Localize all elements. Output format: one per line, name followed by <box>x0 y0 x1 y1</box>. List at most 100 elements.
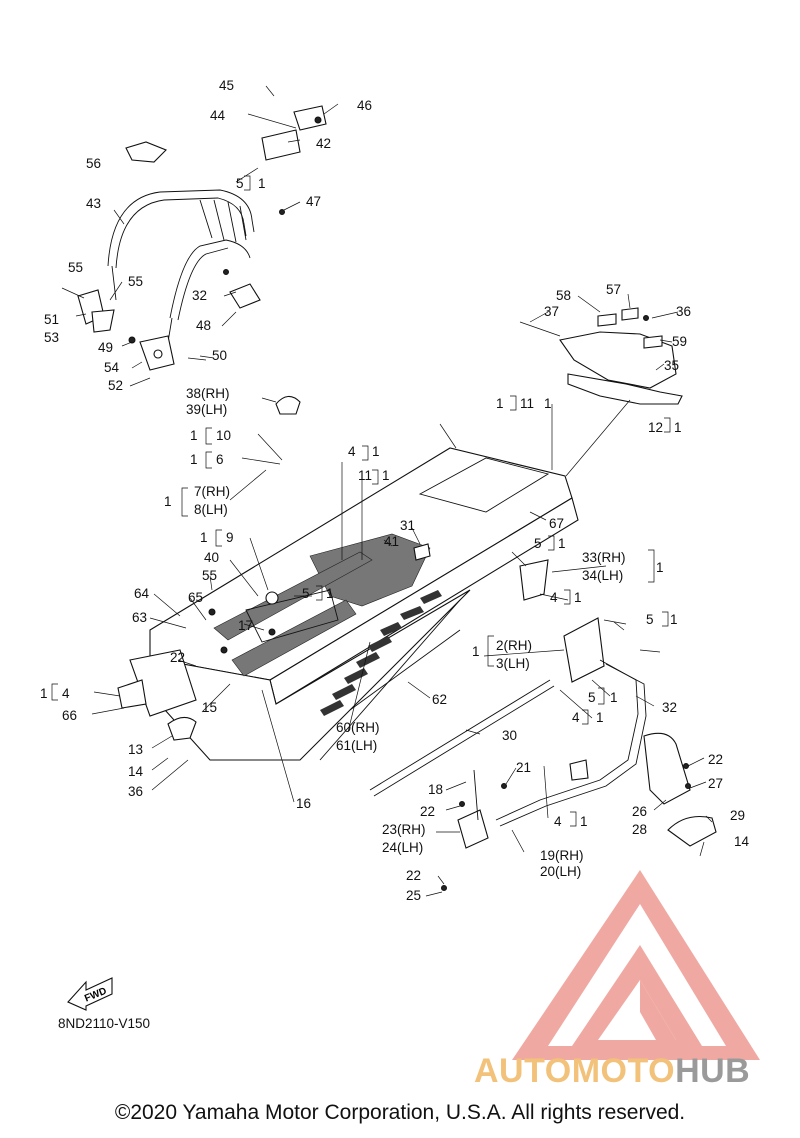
callout-label: 22 <box>708 752 723 767</box>
callout-label: 43 <box>86 196 101 211</box>
callout-label: 52 <box>108 378 123 393</box>
callout-label: 22 <box>170 650 185 665</box>
callout-label: 34(LH) <box>582 568 623 583</box>
callout-label: 2(RH) <box>496 638 532 653</box>
diagram-code: 8ND2110-V150 <box>58 1016 151 1031</box>
callout-label: 1 <box>472 644 480 659</box>
callout-label: 55 <box>68 260 83 275</box>
callout-label: 1 <box>200 530 208 545</box>
tunnel-grates <box>320 590 442 716</box>
callout-label: 67 <box>549 516 564 531</box>
callout-label: 5 <box>302 586 310 601</box>
callout-label: 58 <box>556 288 571 303</box>
callout-label: 38(RH) <box>186 386 230 401</box>
callout-label: 27 <box>708 776 723 791</box>
callout-label: 44 <box>210 108 226 123</box>
callout-label: 65 <box>188 590 203 605</box>
callout-label: 17 <box>238 618 253 633</box>
chassis <box>117 447 579 797</box>
callout-label: 32 <box>192 288 207 303</box>
callout-label: 41 <box>384 534 399 549</box>
callout-label: 26 <box>632 804 647 819</box>
callout-label: 64 <box>134 586 150 601</box>
callout-label: 55 <box>202 568 217 583</box>
callout-label: 10 <box>216 428 231 443</box>
callout-label: 32 <box>662 700 677 715</box>
callout-label: 37 <box>544 304 559 319</box>
callout-label: 62 <box>432 692 447 707</box>
callout-label: 40 <box>204 550 219 565</box>
callout-label: 51 <box>44 312 59 327</box>
callout-label: 1 <box>372 444 380 459</box>
callout-label: 14 <box>734 834 750 849</box>
callout-label: 1 <box>656 560 664 575</box>
callout-label: 33(RH) <box>582 550 626 565</box>
fwd-arrow-icon: FWD <box>67 977 113 1011</box>
callout-label: 9 <box>226 530 234 545</box>
callout-label: 8(LH) <box>194 502 228 517</box>
callout-label: 5 <box>646 612 654 627</box>
callout-label: 1 <box>40 686 48 701</box>
watermark-primary: AUTOMOTO <box>474 1052 676 1090</box>
callout-label: 45 <box>219 78 234 93</box>
callout-label: 50 <box>212 348 227 363</box>
callout-label: 16 <box>296 796 311 811</box>
callout-label: 57 <box>606 282 621 297</box>
callout-label: 20(LH) <box>540 864 581 879</box>
callout-label: 35 <box>664 358 679 373</box>
callout-label: 5 <box>236 176 244 191</box>
callout-label: 42 <box>316 136 331 151</box>
rack-assembly <box>77 105 327 371</box>
callout-label: 14 <box>128 764 144 779</box>
callout-label: 23(RH) <box>382 822 426 837</box>
callout-label: 1 <box>670 612 678 627</box>
callout-label: 39(LH) <box>186 402 227 417</box>
callout-label: 3(LH) <box>496 656 530 671</box>
callout-label: 1 <box>558 536 566 551</box>
callout-label: 1 <box>164 494 172 509</box>
rear-panel <box>275 307 683 415</box>
callout-label: 22 <box>420 804 435 819</box>
callout-label: 25 <box>406 888 421 903</box>
watermark-text: AUTOMOTOHUB <box>474 1052 750 1091</box>
callout-label: 4 <box>62 686 70 701</box>
callout-label: 30 <box>502 728 517 743</box>
callout-label: 29 <box>730 808 745 823</box>
callout-label: 11 <box>520 396 534 411</box>
callout-label: 1 <box>674 420 682 435</box>
callout-label: 61(LH) <box>336 738 377 753</box>
callout-label: 4 <box>348 444 356 459</box>
callout-label: 31 <box>400 518 415 533</box>
callout-label: 5 <box>588 690 596 705</box>
callout-label: 1 <box>382 468 390 483</box>
range-brackets <box>51 175 671 827</box>
callout-label: 1 <box>596 710 604 725</box>
callout-label: 1 <box>326 586 334 601</box>
callout-label: 47 <box>306 194 321 209</box>
callout-label: 36 <box>128 784 143 799</box>
callout-label: 13 <box>128 742 143 757</box>
callout-label: 56 <box>86 156 101 171</box>
callout-label: 12 <box>648 420 663 435</box>
callout-label: 46 <box>357 98 372 113</box>
callout-label: 1 <box>580 814 588 829</box>
callout-label: 59 <box>672 334 687 349</box>
callout-label: 4 <box>572 710 580 725</box>
callout-label: 63 <box>132 610 147 625</box>
callout-label: 54 <box>104 360 120 375</box>
callout-label: 66 <box>62 708 77 723</box>
callout-label: 4 <box>554 814 562 829</box>
callout-label: 28 <box>632 822 647 837</box>
callout-label: 1 <box>258 176 266 191</box>
callout-label: 15 <box>202 700 217 715</box>
callout-label: 1 <box>574 590 582 605</box>
callout-label: 21 <box>516 760 531 775</box>
watermark-logo <box>512 870 760 1060</box>
callout-label: 60(RH) <box>336 720 380 735</box>
callout-label: 5 <box>534 536 542 551</box>
callout-label: 48 <box>196 318 211 333</box>
callout-label: 53 <box>44 330 59 345</box>
callout-label: 24(LH) <box>382 840 423 855</box>
callout-label: 18 <box>428 782 443 797</box>
